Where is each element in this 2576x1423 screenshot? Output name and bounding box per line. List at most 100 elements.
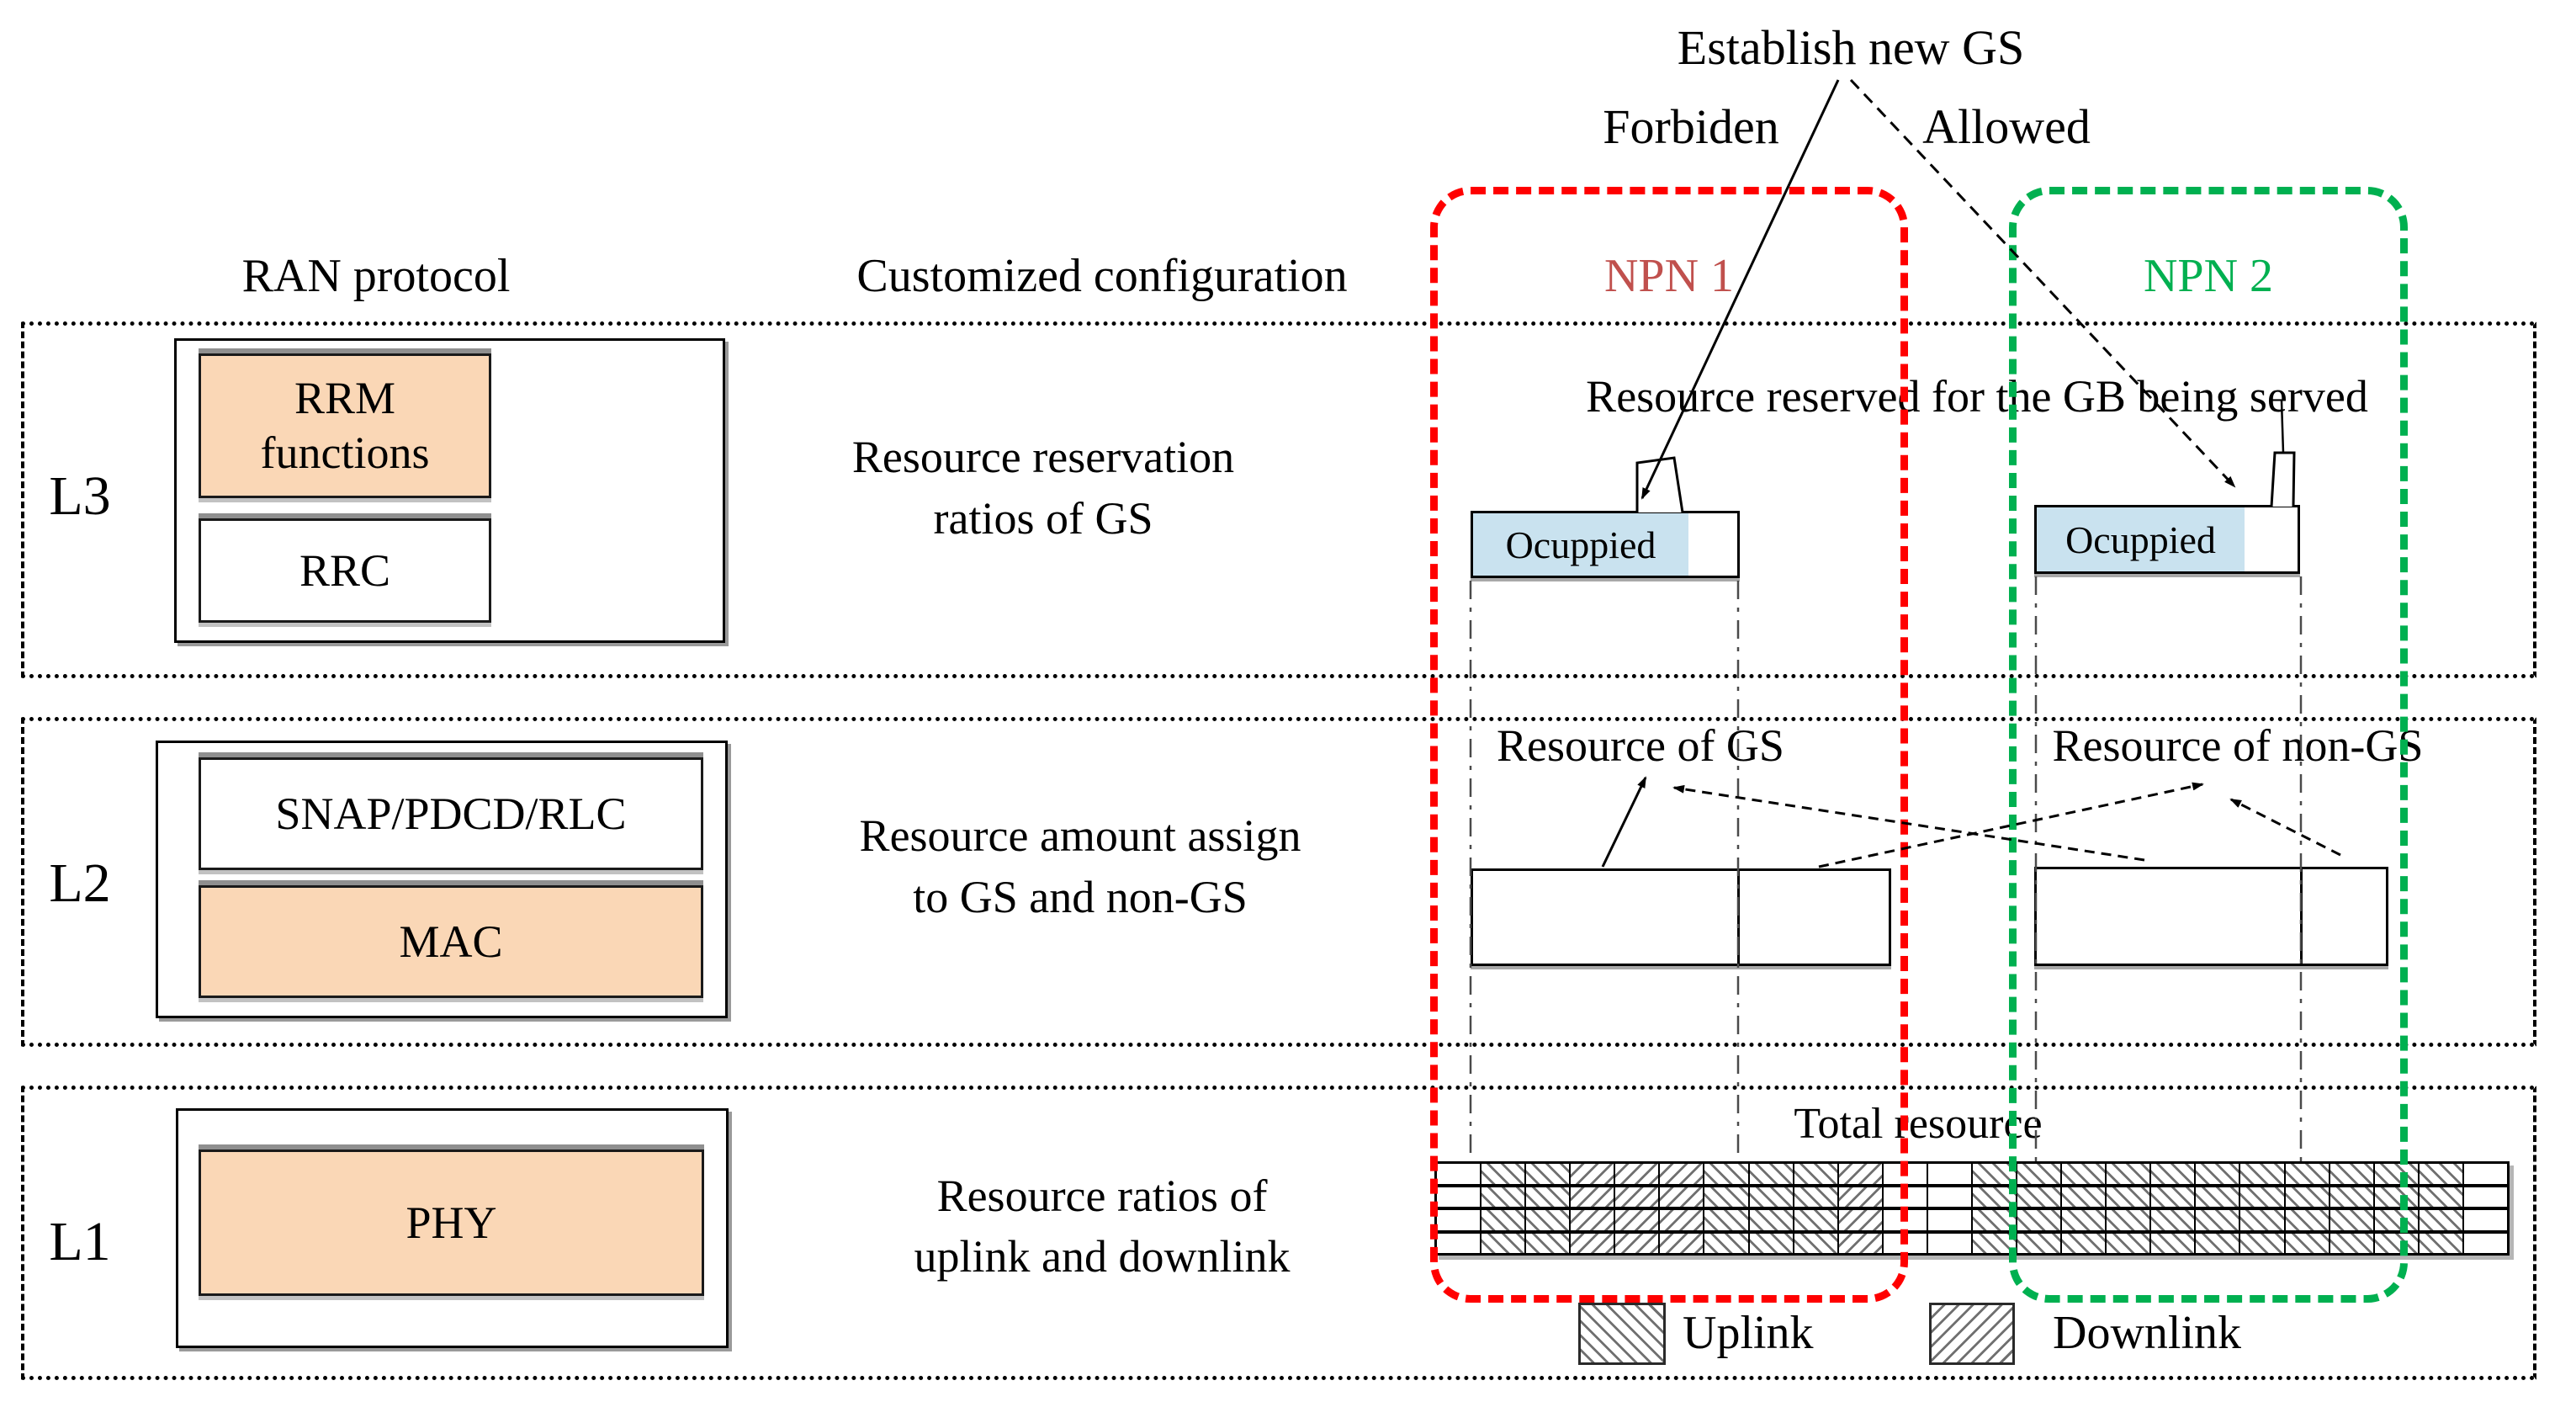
npn2-assignment-bar: [2034, 867, 2388, 966]
empty-cell: [2463, 1210, 2507, 1230]
uplink-cell: [1481, 1164, 1525, 1184]
downlink-cell: [1615, 1164, 1659, 1184]
l1-description-line2: uplink and downlink: [914, 1231, 1291, 1282]
uplink-cell: [1794, 1164, 1837, 1184]
phy-label: PHY: [405, 1197, 497, 1248]
l3-description-line1: Resource reservation: [851, 432, 1235, 482]
forbiden-label: Forbiden: [1603, 99, 1779, 154]
phy-box: PHY: [199, 1150, 704, 1296]
uplink-cell: [1972, 1233, 2017, 1253]
uplink-cell: [1749, 1210, 1793, 1230]
npn2-region-box: [2009, 187, 2408, 1303]
uplink-cell: [2240, 1164, 2284, 1184]
uplink-cell: [1794, 1210, 1837, 1230]
npn1-occupied-segment: Ocuppied: [1473, 513, 1688, 576]
downlink-cell: [1838, 1233, 1882, 1253]
uplink-cell: [1972, 1164, 2017, 1184]
empty-cell: [2463, 1164, 2507, 1184]
total-resource-grid: [1434, 1161, 2510, 1256]
uplink-cell: [1704, 1164, 1748, 1184]
downlink-cell: [1838, 1187, 1882, 1207]
uplink-cell: [1704, 1187, 1748, 1207]
uplink-legend-swatch: [1578, 1303, 1666, 1365]
uplink-cell: [2107, 1187, 2150, 1207]
layer-row-l2: [21, 717, 2536, 1047]
downlink-cell: [1660, 1233, 1704, 1253]
uplink-cell: [1526, 1164, 1570, 1184]
layer-label-l2: L2: [49, 852, 111, 914]
empty-cell: [1927, 1187, 1971, 1207]
uplink-cell: [2017, 1187, 2061, 1207]
uplink-cell: [1749, 1187, 1793, 1207]
rrc-label: RRC: [299, 544, 391, 596]
downlink-cell: [1571, 1210, 1614, 1230]
uplink-cell: [2419, 1164, 2462, 1184]
empty-cell: [1927, 1233, 1971, 1253]
empty-cell: [1437, 1210, 1481, 1230]
uplink-cell: [2062, 1187, 2106, 1207]
uplink-cell: [2062, 1210, 2106, 1230]
uplink-cell: [2285, 1164, 2329, 1184]
uplink-cell: [1481, 1187, 1525, 1207]
uplink-cell: [1704, 1210, 1748, 1230]
downlink-legend-label: Downlink: [2053, 1307, 2241, 1359]
uplink-cell: [1704, 1233, 1748, 1253]
uplink-cell: [2419, 1233, 2462, 1253]
mac-label: MAC: [399, 916, 503, 967]
layer-row-l3: [21, 321, 2536, 678]
layer-label-l3: L3: [49, 465, 111, 527]
npn2-occupied-label: Ocuppied: [2065, 518, 2216, 561]
l1-description-line1: Resource ratios of: [936, 1171, 1268, 1221]
downlink-cell: [1660, 1187, 1704, 1207]
snap-pdcd-rlc-label: SNAP/PDCD/RLC: [275, 788, 627, 839]
downlink-cell: [1571, 1164, 1614, 1184]
rrm-functions-box: RRM functions: [199, 353, 491, 498]
uplink-cell: [2017, 1210, 2061, 1230]
uplink-cell: [2196, 1164, 2239, 1184]
allowed-label: Allowed: [1922, 99, 2091, 154]
uplink-cell: [2285, 1187, 2329, 1207]
l2-description-line2: to GS and non-GS: [913, 872, 1248, 922]
uplink-cell: [2151, 1187, 2195, 1207]
uplink-cell: [2285, 1210, 2329, 1230]
downlink-cell: [1838, 1210, 1882, 1230]
uplink-cell: [2196, 1187, 2239, 1207]
empty-cell: [1927, 1210, 1971, 1230]
uplink-cell: [2419, 1210, 2462, 1230]
uplink-cell: [2240, 1187, 2284, 1207]
uplink-cell: [2107, 1164, 2150, 1184]
resource-of-gs-label: Resource of GS: [1497, 720, 1784, 771]
uplink-cell: [1972, 1187, 2017, 1207]
empty-cell: [2463, 1233, 2507, 1253]
uplink-cell: [2151, 1164, 2195, 1184]
resource-of-non-gs-label: Resource of non-GS: [2052, 720, 2424, 771]
npn1-assignment-bar: [1471, 868, 1891, 966]
uplink-cell: [1526, 1187, 1570, 1207]
downlink-cell: [1615, 1187, 1659, 1207]
uplink-cell: [2062, 1164, 2106, 1184]
npn2-occupied-segment: Ocuppied: [2037, 507, 2245, 571]
uplink-cell: [1794, 1187, 1837, 1207]
uplink-cell: [2419, 1187, 2462, 1207]
uplink-cell: [2107, 1233, 2150, 1253]
layer-label-l1: L1: [49, 1211, 111, 1272]
downlink-cell: [1615, 1233, 1659, 1253]
uplink-cell: [2196, 1233, 2239, 1253]
l2-description-line1: Resource amount assign: [859, 810, 1301, 861]
downlink-cell: [1615, 1210, 1659, 1230]
uplink-cell: [2017, 1164, 2061, 1184]
uplink-cell: [2107, 1210, 2150, 1230]
uplink-cell: [2017, 1233, 2061, 1253]
rrm-functions-line1: RRM: [294, 373, 396, 424]
uplink-cell: [2151, 1233, 2195, 1253]
downlink-cell: [1838, 1164, 1882, 1184]
downlink-cell: [1660, 1164, 1704, 1184]
uplink-cell: [1526, 1210, 1570, 1230]
uplink-cell: [1749, 1164, 1793, 1184]
empty-cell: [1437, 1187, 1481, 1207]
uplink-cell: [1972, 1210, 2017, 1230]
uplink-cell: [1481, 1233, 1525, 1253]
uplink-cell: [2330, 1233, 2373, 1253]
uplink-cell: [2330, 1187, 2373, 1207]
l3-description-line2: ratios of GS: [933, 493, 1153, 544]
